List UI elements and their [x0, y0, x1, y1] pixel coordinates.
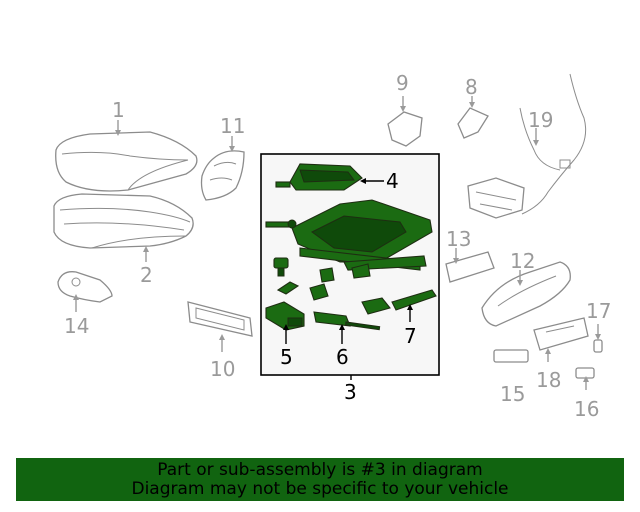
part-6-actuator[interactable] [313, 311, 381, 331]
callout-11[interactable]: 11 [220, 114, 245, 138]
callout-17[interactable]: 17 [586, 299, 611, 323]
banner-line-1: Part or sub-assembly is #3 in diagram [157, 460, 483, 480]
arrow-5 [283, 324, 289, 330]
callout-1[interactable]: 1 [112, 98, 125, 122]
part-1-cushion-cover[interactable] [55, 131, 198, 192]
small-part-clip-c[interactable] [319, 267, 335, 283]
callout-12[interactable]: 12 [510, 249, 535, 273]
small-part-clip-a[interactable] [273, 257, 289, 277]
callout-16[interactable]: 16 [574, 397, 599, 421]
arrow-18 [545, 348, 551, 354]
arrow-8 [469, 102, 475, 108]
part-5-motor[interactable] [265, 301, 305, 331]
arrow-2 [143, 246, 149, 252]
arrow-19 [533, 140, 539, 146]
arrow-1 [115, 130, 121, 136]
small-part-clip-d[interactable] [309, 283, 329, 301]
part-info-banner: Part or sub-assembly is #3 in diagram Di… [16, 458, 624, 501]
assembly-3-frame-box[interactable]: 4 [260, 153, 440, 376]
part-9-bracket[interactable] [387, 111, 423, 147]
part-7-motor-cable[interactable] [361, 289, 437, 315]
part-10-front-panel[interactable] [187, 301, 253, 337]
part-2-cushion-pad[interactable] [53, 193, 194, 249]
arrow-9 [400, 106, 406, 112]
callout-6[interactable]: 6 [336, 345, 349, 369]
part-12-side-shield[interactable] [481, 261, 571, 327]
callout-15[interactable]: 15 [500, 382, 525, 406]
part-15-switch-knob[interactable] [493, 349, 529, 363]
frame-bolt[interactable] [265, 219, 297, 229]
part-17-knob[interactable] [593, 339, 603, 353]
arrow-11 [229, 146, 235, 152]
callout-13[interactable]: 13 [446, 227, 471, 251]
arrow-14 [73, 294, 79, 300]
callout-9[interactable]: 9 [396, 71, 409, 95]
arrow-4 [360, 178, 366, 184]
part-13-bracket[interactable] [445, 251, 495, 283]
callout-7[interactable]: 7 [404, 324, 417, 348]
arrow-12 [517, 280, 523, 286]
small-part-clip-b[interactable] [276, 281, 300, 295]
part-11-side-bracket[interactable] [200, 150, 245, 201]
callout-3[interactable]: 3 [344, 380, 357, 404]
part-19-wiring-harness[interactable] [467, 73, 587, 219]
part-4-upper-bracket[interactable] [275, 163, 363, 191]
callout-19[interactable]: 19 [528, 108, 553, 132]
callout-8[interactable]: 8 [465, 75, 478, 99]
callout-4[interactable]: 4 [386, 169, 399, 193]
part-8-bracket[interactable] [457, 107, 489, 139]
banner-line-2: Diagram may not be specific to your vehi… [131, 479, 509, 499]
callout-5[interactable]: 5 [280, 345, 293, 369]
seat-frame-main[interactable] [291, 199, 433, 271]
part-16-small-knob[interactable] [575, 367, 595, 379]
arrow-13 [453, 258, 459, 264]
arrow-17 [595, 334, 601, 340]
part-14-trim-cover[interactable] [57, 271, 113, 303]
arrow-7 [407, 304, 413, 310]
arrow-10 [219, 334, 225, 340]
part-18-switch[interactable] [533, 317, 589, 351]
callout-2[interactable]: 2 [140, 263, 153, 287]
callout-18[interactable]: 18 [536, 368, 561, 392]
callout-10[interactable]: 10 [210, 357, 235, 381]
arrow-6 [339, 324, 345, 330]
callout-14[interactable]: 14 [64, 314, 89, 338]
small-part-clip-e[interactable] [351, 263, 371, 279]
arrow-16 [583, 376, 589, 382]
